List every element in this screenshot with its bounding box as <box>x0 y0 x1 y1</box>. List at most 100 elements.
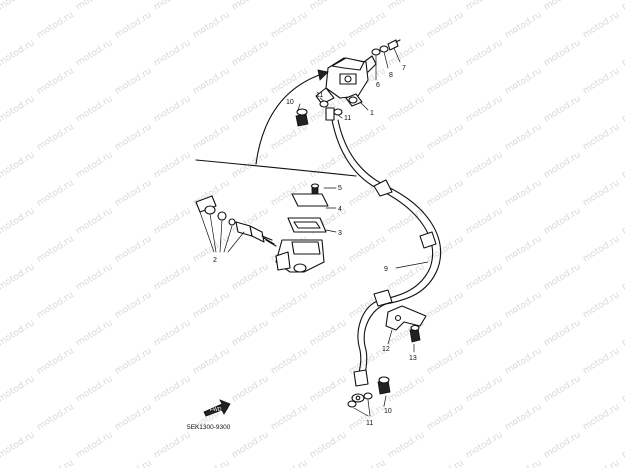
watermark-text: motod.ru <box>113 290 153 320</box>
watermark-text: motod.ru <box>620 94 625 124</box>
watermark-text: motod.ru <box>581 10 621 40</box>
watermark-text: motod.ru <box>464 430 504 460</box>
exploded-view-bracket <box>195 159 357 177</box>
callout-5: 5 <box>338 185 342 192</box>
watermark-text: motod.ru <box>230 0 270 13</box>
callout-10-top: 10 <box>286 99 294 106</box>
watermark-text: motod.ru <box>74 38 114 68</box>
watermark-text: motod.ru <box>347 234 387 264</box>
watermark-text: motod.ru <box>620 318 625 348</box>
forward-arrow-symbol: FWD <box>203 399 231 417</box>
watermark-text: motod.ru <box>230 94 270 124</box>
banjo-bolt-bottom <box>347 376 391 408</box>
watermark-text: motod.ru <box>386 0 426 13</box>
callout-10-bottom: 10 <box>384 408 392 415</box>
leader-12 <box>387 329 393 345</box>
watermark-text: motod.ru <box>269 290 309 320</box>
leader-2 <box>199 211 245 253</box>
leader-11-bottom-a <box>353 407 369 417</box>
watermark-text: motod.ru <box>620 38 625 68</box>
watermark-text: motod.ru <box>308 430 348 460</box>
watermark-text: motod.ru <box>74 374 114 404</box>
watermark-text: motod.ru <box>74 262 114 292</box>
watermark-text: motod.ru <box>542 38 582 68</box>
watermark-text: motod.ru <box>191 458 231 468</box>
part-code: 5EK1300-9300 <box>187 424 231 431</box>
watermark-text: motod.ru <box>74 206 114 236</box>
watermark-text: motod.ru <box>230 38 270 68</box>
brake-hose <box>331 119 442 403</box>
watermark-text: motod.ru <box>152 374 192 404</box>
callout-8: 8 <box>389 72 393 79</box>
watermark-text: motod.ru <box>503 290 543 320</box>
callout-12: 12 <box>382 346 390 353</box>
watermark-text: motod.ru <box>581 290 621 320</box>
watermark-text: motod.ru <box>113 66 153 96</box>
watermark-text: motod.ru <box>503 346 543 376</box>
callout-4: 4 <box>338 206 342 213</box>
watermark-text: motod.ru <box>113 122 153 152</box>
watermark-text: motod.ru <box>35 290 75 320</box>
watermark-text: motod.ru <box>581 66 621 96</box>
watermark-text: motod.ru <box>0 262 37 292</box>
watermark-text: motod.ru <box>542 150 582 180</box>
watermark-text: motod.ru <box>503 10 543 40</box>
watermark-text: motod.ru <box>269 122 309 152</box>
watermark-text: motod.ru <box>464 150 504 180</box>
watermark-text: motod.ru <box>620 374 625 404</box>
watermark-text: motod.ru <box>620 150 625 180</box>
watermark-text: motod.ru <box>464 206 504 236</box>
watermark-text: motod.ru <box>620 0 625 13</box>
watermark-text: motod.ru <box>464 318 504 348</box>
watermark-text: motod.ru <box>35 402 75 432</box>
watermark-text: motod.ru <box>35 346 75 376</box>
callout-1: 1 <box>370 110 374 117</box>
watermark-text: motod.ru <box>308 0 348 13</box>
callout-2: 2 <box>213 257 217 264</box>
watermark-text: motod.ru <box>464 38 504 68</box>
leader-lines-top <box>297 47 401 119</box>
watermark-text: motod.ru <box>425 178 465 208</box>
watermark-text: motod.ru <box>74 318 114 348</box>
leader-9 <box>395 261 429 269</box>
watermark-text: motod.ru <box>308 374 348 404</box>
watermark-text: motod.ru <box>542 318 582 348</box>
watermark-text: motod.ru <box>152 150 192 180</box>
watermark-text: motod.ru <box>542 262 582 292</box>
watermark-text: motod.ru <box>152 94 192 124</box>
watermark-text: motod.ru <box>113 178 153 208</box>
watermark-text: motod.ru <box>113 458 153 468</box>
watermark-text: motod.ru <box>581 122 621 152</box>
watermark-text: motod.ru <box>620 206 625 236</box>
watermark-text: motod.ru <box>386 262 426 292</box>
watermark-text: motod.ru <box>74 94 114 124</box>
watermark-text: motod.ru <box>503 234 543 264</box>
watermark-text: motod.ru <box>542 206 582 236</box>
watermark-text: motod.ru <box>113 346 153 376</box>
watermark-text: motod.ru <box>503 402 543 432</box>
watermark-text: motod.ru <box>542 374 582 404</box>
watermark-text: motod.ru <box>74 430 114 460</box>
piston-kit <box>195 195 277 247</box>
watermark-text: motod.ru <box>581 178 621 208</box>
watermark-text: motod.ru <box>347 458 387 468</box>
watermark-text: motod.ru <box>386 374 426 404</box>
svg-text:FWD: FWD <box>210 407 222 413</box>
callout-13: 13 <box>409 355 417 362</box>
watermark-text: motod.ru <box>269 66 309 96</box>
watermark-text: motod.ru <box>581 346 621 376</box>
callout-11-top-b: 11 <box>344 115 351 122</box>
watermark-text: motod.ru <box>35 122 75 152</box>
callout-11-top-a: 11 <box>316 92 323 99</box>
watermark-text: motod.ru <box>269 10 309 40</box>
watermark-text: motod.ru <box>191 234 231 264</box>
exploded-master-cylinder <box>275 183 329 273</box>
watermark-text: motod.ru <box>230 318 270 348</box>
watermark-text: motod.ru <box>425 290 465 320</box>
watermark-text: motod.ru <box>0 374 37 404</box>
watermark-text: motod.ru <box>191 290 231 320</box>
watermark-text: motod.ru <box>503 458 543 468</box>
watermark-text: motod.ru <box>620 262 625 292</box>
banjo-bolt-top <box>295 100 343 127</box>
